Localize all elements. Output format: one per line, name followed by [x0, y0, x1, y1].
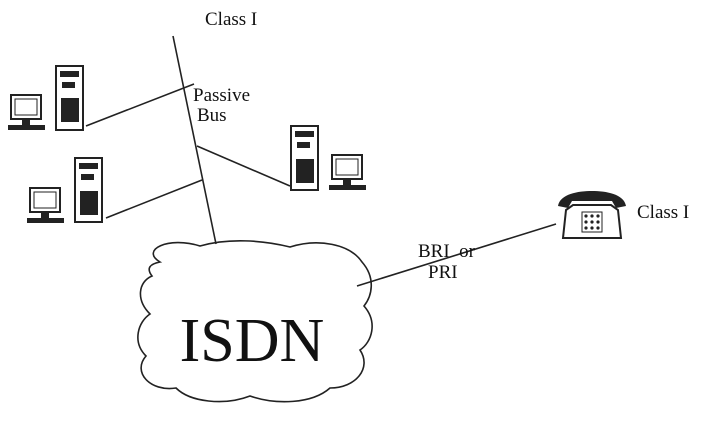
workstation-2 — [27, 157, 103, 223]
isdn-cloud — [137, 240, 373, 403]
monitor-icon — [329, 154, 366, 190]
link-workstation-2 — [105, 179, 203, 219]
telephone-icon — [558, 191, 626, 239]
bus-label: Bus — [197, 105, 227, 126]
monitor-icon — [27, 187, 64, 223]
passive-bus-line — [172, 35, 217, 245]
link-workstation-3 — [196, 145, 291, 187]
workstation-1 — [8, 65, 84, 131]
passive-label: Passive — [193, 85, 250, 106]
pri-label: PRI — [428, 262, 458, 283]
isdn-phone-link — [356, 223, 557, 287]
class-i-top-label: Class I — [205, 9, 257, 30]
isdn-label: ISDN — [180, 307, 325, 375]
link-workstation-1 — [85, 83, 195, 127]
bri-or-label: BRI or — [418, 241, 476, 262]
computer-tower-icon — [290, 125, 319, 191]
monitor-icon — [8, 94, 45, 130]
class-i-right-label: Class I — [637, 202, 689, 223]
workstation-3 — [290, 125, 366, 191]
computer-tower-icon — [74, 157, 103, 223]
computer-tower-icon — [55, 65, 84, 131]
